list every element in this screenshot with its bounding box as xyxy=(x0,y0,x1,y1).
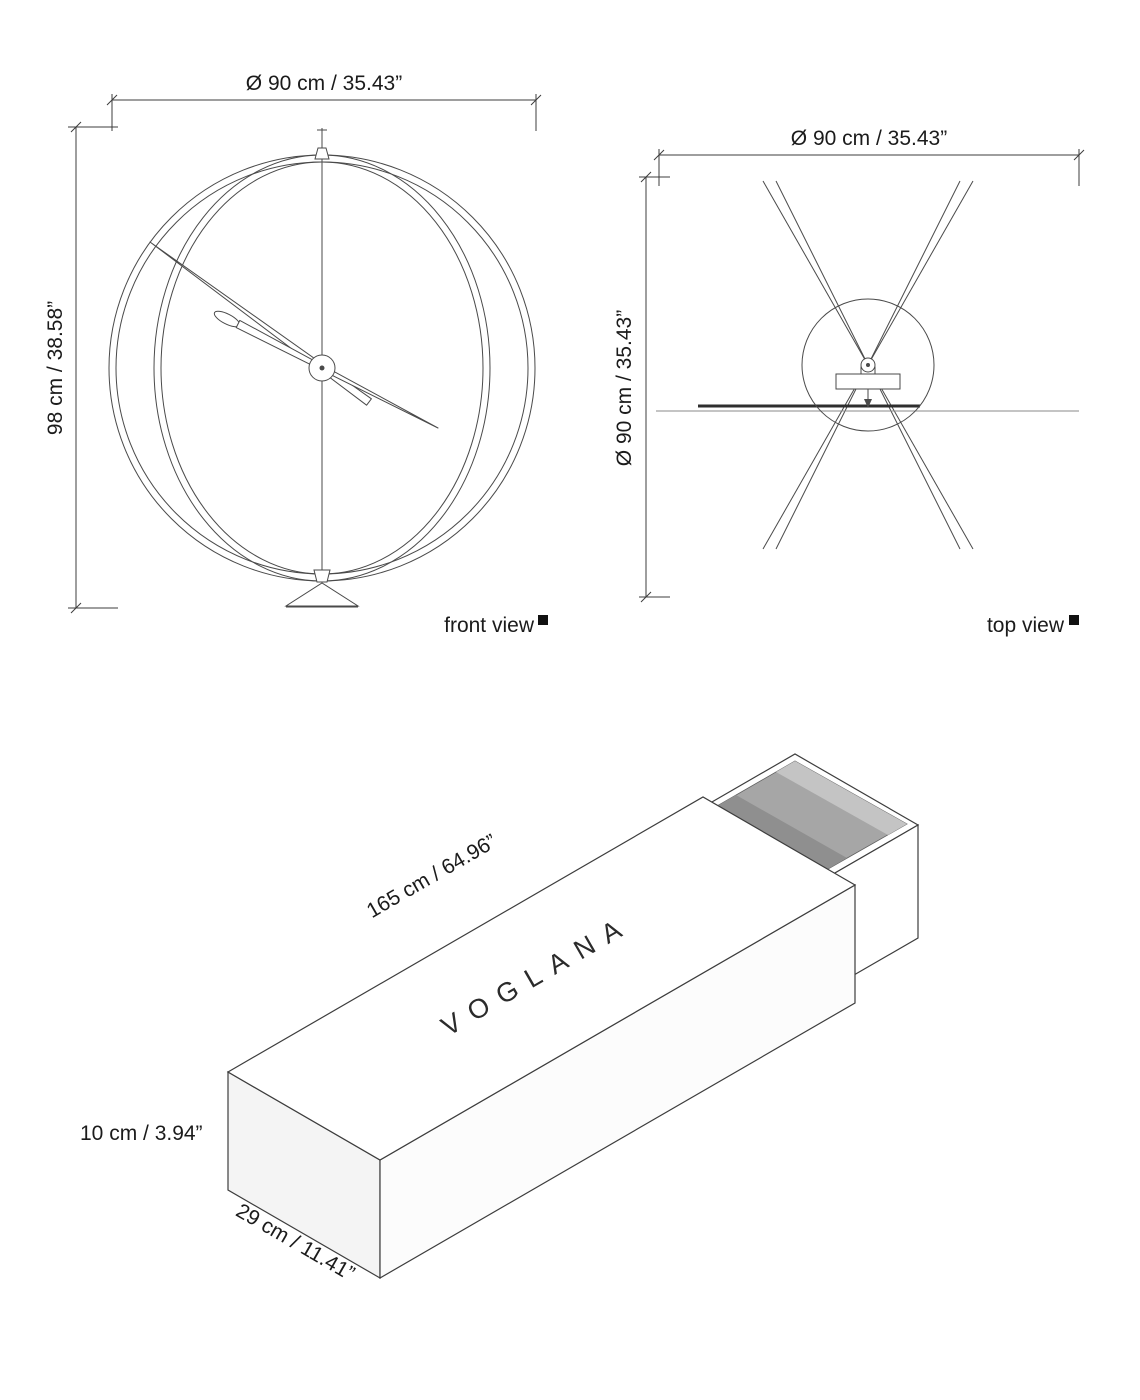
center-pin xyxy=(319,365,325,371)
center-pin-top xyxy=(866,363,870,367)
top-finial xyxy=(314,128,330,160)
top-view-caption: top view xyxy=(987,614,1065,637)
top-width-dimension-label: Ø 90 cm / 35.43” xyxy=(791,127,947,150)
top-view-caption-square xyxy=(1069,615,1079,625)
clock-top-drawing xyxy=(656,180,1079,550)
outer-sleeve xyxy=(226,796,857,1280)
tray-interior-far-wall xyxy=(776,761,907,835)
top-view: Ø 90 cm / 35.43” Ø 90 cm / 35.43” xyxy=(613,127,1085,637)
packaging-box: VOGLANA 165 cm / 64.96” 10 cm / 3.94” 29… xyxy=(80,753,920,1286)
hub-circle-projection xyxy=(801,298,935,432)
movement-box xyxy=(835,373,901,390)
front-view-caption: front view xyxy=(444,614,535,637)
box-height-label: 10 cm / 3.94” xyxy=(80,1122,203,1145)
top-height-dimension: Ø 90 cm / 35.43” xyxy=(613,171,670,603)
top-width-dimension: Ø 90 cm / 35.43” xyxy=(653,127,1085,186)
front-width-dimension-label: Ø 90 cm / 35.43” xyxy=(246,72,402,95)
front-height-dimension-label: 98 cm / 38.58” xyxy=(44,301,67,435)
box-length-label: 165 cm / 64.96” xyxy=(363,830,501,923)
sleeve-top-face xyxy=(226,796,857,1161)
top-height-dimension-label: Ø 90 cm / 35.43” xyxy=(613,310,636,466)
tray-interior-near-wall xyxy=(717,795,847,869)
front-width-dimension: Ø 90 cm / 35.43” xyxy=(106,72,542,131)
front-height-dimension: 98 cm / 38.58” xyxy=(44,121,118,614)
front-view: Ø 90 cm / 35.43” 98 cm / 38.58” xyxy=(44,72,548,637)
hour-hand xyxy=(235,319,439,429)
minute-hand xyxy=(149,241,372,406)
clock-hands xyxy=(149,241,439,429)
front-view-caption-square xyxy=(538,615,548,625)
clock-base xyxy=(284,569,360,608)
clock-front-drawing xyxy=(108,128,536,608)
pendulum-pointer xyxy=(864,389,872,408)
